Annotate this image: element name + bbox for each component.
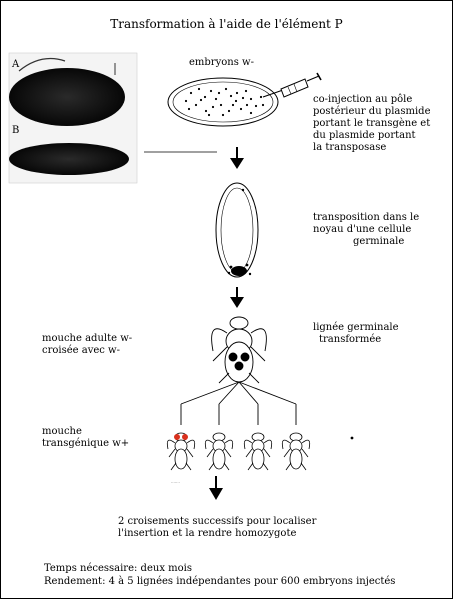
embryo-photos [8,52,217,184]
embryo-dot [197,87,201,91]
embryo-vertical-icon [215,182,259,278]
crosses-line: l'insertion et la rendre homozygote [118,528,297,539]
adult-fly-text: mouche adulte w- croisée avec w- [42,333,132,357]
embryos-label: embryons w- [189,57,254,68]
adult-fly-line: croisée avec w- [42,345,120,356]
embryo-dot [235,91,239,95]
embryo-dot [207,113,211,117]
transgenic-text: mouche transgénique w+ [42,426,129,450]
embryo-dot [187,107,191,111]
germline-text: lignée germinale transformée [313,322,399,346]
arrow-down-icon [230,147,244,169]
embryo-dot [211,105,215,109]
transgenic-line: mouche [42,426,82,437]
fly-icon [204,432,234,471]
embryo-dot [244,89,248,93]
syringe-icon [262,72,322,98]
crosses-line: 2 croisements successifs pour localiser [118,516,317,527]
embryo-dot [241,96,245,100]
transgenic-line: transgénique w+ [42,438,130,449]
progeny-tree [180,381,297,425]
arrow-down-icon [230,287,244,308]
red-eye [182,434,188,440]
embryo-dot [254,104,258,108]
germline-line: transformée [319,334,382,345]
fly-icon [211,316,267,384]
coinjection-line: portant le transgène et [313,118,431,129]
embryo-dot [221,113,225,117]
time-required: Temps nécessaire: deux mois [44,563,192,574]
embryo-dot [194,103,198,107]
embryo-dot [227,109,231,113]
embryo-dot [231,103,235,107]
embryo-dot [214,97,218,101]
coinjection-text: co-injection au pôle postérieur du plasm… [313,94,449,154]
embryo-dot [199,98,203,102]
crosses-text: 2 croisements successifs pour localiser … [118,516,316,540]
progeny-flies [166,432,311,471]
embryo-dot [245,103,249,107]
embryo-dot [217,91,221,95]
transposition-line: transposition dans le [313,212,420,223]
embryo-dot [184,99,188,103]
diagram-title: Transformation à l'aide de l'élément P [110,17,343,31]
embryo-dot [203,95,207,99]
embryo-dot [249,97,253,101]
embryo-dot [239,107,243,111]
embryo-dot [261,103,265,107]
germline-line: lignée germinale [313,322,399,333]
transposition-line: noyau d'une cellule [313,224,412,235]
photo-embryo-a [9,68,125,126]
fly-icon [166,432,196,471]
embryo-dot [219,103,223,107]
embryo-dot [229,94,233,98]
svg-text:.......: ....... [171,479,180,484]
embryo-dot [189,91,193,95]
embryo-dot [224,87,228,91]
yield-text: Rendement: 4 à 5 lignées indépendantes p… [44,576,396,587]
photo-label-a: A [12,59,20,70]
embryo-dot [204,109,208,113]
transposition-text: transposition dans le noyau d'une cellul… [313,212,449,248]
photo-embryo-b [9,143,129,175]
arrow-down-icon [209,476,223,500]
transposition-line: germinale [353,236,405,247]
embryo-dot [209,89,213,93]
coinjection-line: co-injection au pôle [313,94,413,105]
embryo-dot [234,99,238,103]
embryo-dot [249,111,253,115]
coinjection-line: postérieur du plasmide [313,106,431,117]
adult-fly-line: mouche adulte w- [42,333,133,344]
embryo-icon [167,77,279,127]
photo-label-b: B [12,125,20,136]
coinjection-line: du plasmide portant [313,130,416,141]
fly-icon [243,432,273,471]
red-eye [174,434,180,440]
fly-icon [281,432,311,471]
coinjection-line: la transposase [313,142,387,153]
embryo-dot [259,95,263,99]
